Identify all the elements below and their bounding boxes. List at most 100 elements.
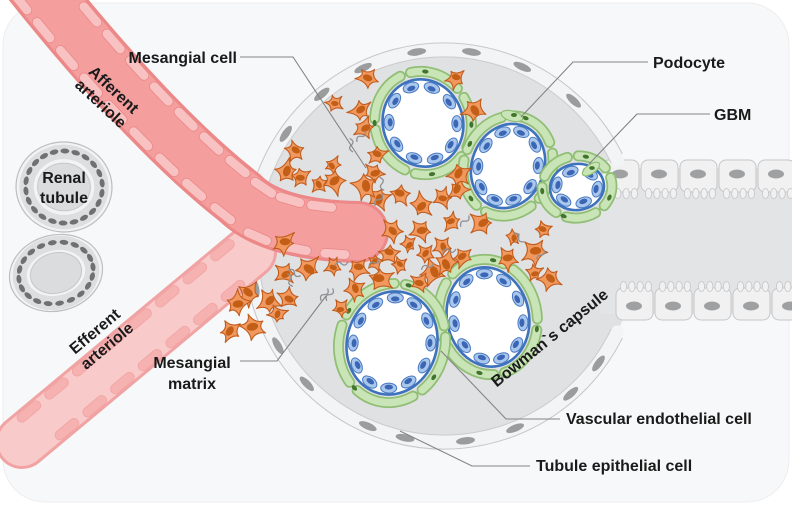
mesangial-nucleus xyxy=(511,234,517,242)
endothelial-nucleus xyxy=(357,317,364,325)
endothelial-nucleus xyxy=(519,318,525,327)
podocyte-nucleus xyxy=(468,195,474,202)
tubule-cell-nucleus xyxy=(55,300,64,306)
brush-border xyxy=(683,281,691,292)
mesangial-cell-shape xyxy=(381,219,404,245)
capillary-loop xyxy=(457,110,559,222)
capillary-loop xyxy=(333,277,451,409)
tubule-cell-nucleus xyxy=(38,213,47,220)
matrix-squiggle xyxy=(513,232,525,243)
mesangial-nucleus xyxy=(441,259,451,270)
tubule-cell-nucleus xyxy=(20,256,28,265)
mesangial-cell-shape xyxy=(521,239,549,267)
brush-border xyxy=(739,188,747,199)
tubule-cell-nucleus xyxy=(16,265,23,274)
brush-border xyxy=(747,188,755,199)
tubule-cell-nucleus xyxy=(81,154,90,161)
mesangial-cell-shape xyxy=(276,285,299,308)
brush-border xyxy=(708,188,716,199)
capsule-parietal-nucleus xyxy=(299,376,314,392)
endothelial-nucleus xyxy=(555,180,561,190)
tubule-lumen xyxy=(29,251,83,295)
mesangial-cell-shape xyxy=(368,268,395,291)
mesangial-nucleus xyxy=(446,218,455,225)
tubule-cell-nucleus xyxy=(18,284,26,293)
mesangial-cell-shape xyxy=(353,115,375,140)
podocyte-nucleus xyxy=(351,385,358,391)
tubule-cell-nucleus xyxy=(99,188,105,198)
pointer-tubule-epithelial xyxy=(399,430,530,467)
endothelial-nucleus xyxy=(423,316,430,325)
tubule-cell-nucleus xyxy=(58,220,68,226)
brush-border xyxy=(762,188,770,199)
efferent-arteriole-endothelial-segment xyxy=(182,262,208,285)
endothelial-nucleus xyxy=(427,338,433,348)
afferent-arteriole-endothelial-segment xyxy=(31,17,56,44)
mesangial-nucleus xyxy=(329,176,340,186)
mesangial-cell-shape xyxy=(219,320,241,343)
efferent-arteriole-endothelial-segment xyxy=(44,377,69,400)
tubule-cell-nucleus xyxy=(27,248,36,256)
mesangial-cell-shape xyxy=(324,94,344,112)
efferent-arteriole-endothelial-segment xyxy=(137,348,163,372)
mesangial-nucleus xyxy=(416,226,428,234)
mesangial-nucleus xyxy=(295,174,305,181)
pointer-vascular-endothelial xyxy=(440,350,560,420)
mesangial-cell-shape xyxy=(469,212,493,235)
mesangial-nucleus xyxy=(291,146,300,154)
endothelial-nucleus xyxy=(354,361,361,370)
brush-border xyxy=(628,281,636,292)
label-gbm: GBM xyxy=(714,107,751,124)
brush-border xyxy=(659,281,667,292)
podocyte-nucleus xyxy=(422,69,429,74)
afferent-arteriole-endothelial-segment xyxy=(128,126,154,152)
brush-border xyxy=(722,281,730,292)
tubule-cell-nucleus xyxy=(88,207,97,216)
label-vascular-endothelial-cell: Vascular endothelial cell xyxy=(566,411,752,428)
endothelial-nucleus xyxy=(480,272,489,278)
mesangial-cell-cluster xyxy=(219,68,563,343)
brush-border xyxy=(653,188,661,199)
brush-border xyxy=(770,188,778,199)
podocyte-nucleus xyxy=(534,325,539,333)
mesangial-cell-shape xyxy=(349,173,376,202)
mesangial-cell-shape xyxy=(435,248,459,277)
mesangial-cell-shape xyxy=(525,263,545,282)
mesangial-nucleus xyxy=(454,168,463,179)
mesangial-nucleus xyxy=(225,326,234,336)
endothelial-nucleus xyxy=(409,301,418,308)
capsule-parietal-nucleus xyxy=(279,125,292,142)
mesangial-cell-shape xyxy=(389,184,411,207)
podocyte-nucleus xyxy=(405,283,412,288)
endothelial-nucleus xyxy=(483,142,490,150)
mesangial-nucleus xyxy=(370,169,380,177)
afferent-arteriole-endothelial-segment xyxy=(319,247,351,260)
capillary-loop xyxy=(536,150,618,224)
afferent-arteriole-endothelial-segment xyxy=(242,227,272,247)
mesangial-cell-shape xyxy=(311,175,329,193)
afferent-arteriole-body xyxy=(12,0,386,260)
capsule-parietal-nucleus xyxy=(314,87,330,101)
matrix-squiggle xyxy=(536,248,545,262)
mesangial-nucleus xyxy=(246,322,259,331)
capsule-parietal-nucleus xyxy=(456,437,475,445)
mesangial-cell-shape xyxy=(290,167,312,188)
mesangial-nucleus xyxy=(531,271,539,277)
mesangial-cell-shape xyxy=(377,244,402,264)
capsule-parietal-nucleus xyxy=(506,423,525,434)
endothelial-nucleus xyxy=(420,361,427,369)
mesangial-cell-shape xyxy=(452,248,472,270)
label-tubule-epithelial-cell: Tubule epithelial cell xyxy=(536,458,692,475)
podocyte-nucleus xyxy=(540,187,545,195)
endothelial-nucleus xyxy=(498,130,507,137)
pointer-lines xyxy=(240,56,710,467)
endothelial-nucleus xyxy=(566,169,575,176)
mesangial-cell-shape xyxy=(443,210,461,233)
tubule-cell-nucleus xyxy=(96,168,103,178)
tubule-cell-nucleus xyxy=(60,148,70,154)
capsule-parietal-nucleus xyxy=(272,337,284,355)
tubule-cell-nucleus xyxy=(69,219,79,225)
pointer-mesangial-cell xyxy=(240,56,367,169)
pointer-mesangial-matrix xyxy=(240,295,327,362)
